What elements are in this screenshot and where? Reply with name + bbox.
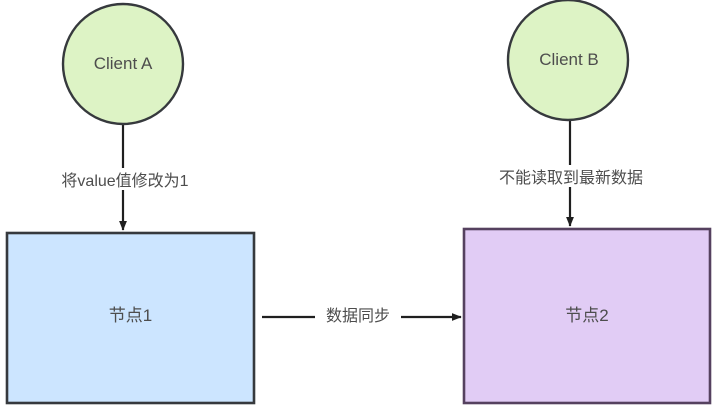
edge-label-stale-read: 不能读取到最新数据	[471, 171, 671, 187]
client-b-circle[interactable]	[506, 0, 630, 122]
edge-label-data-sync: 数据同步	[315, 309, 401, 325]
node-1-rect[interactable]	[5, 231, 256, 405]
node-2-rect[interactable]	[462, 227, 712, 405]
edge-label-write-value: 将value值修改为1	[25, 174, 225, 190]
client-a-circle[interactable]	[61, 2, 185, 126]
